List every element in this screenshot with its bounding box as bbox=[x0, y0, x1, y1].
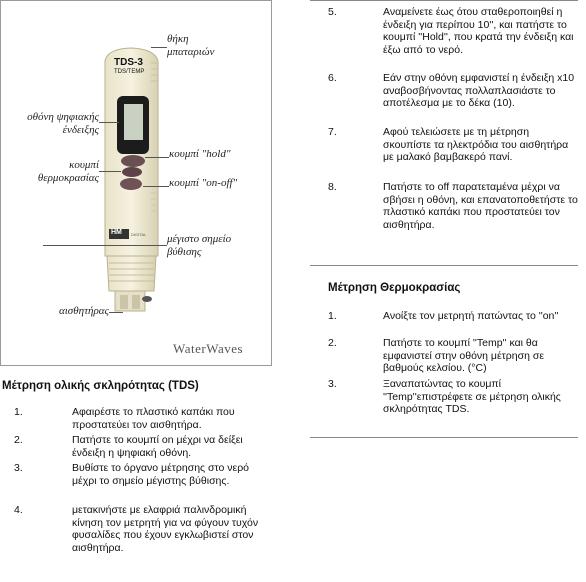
cont-step-num: 7. bbox=[328, 126, 337, 138]
leader-digital-display bbox=[99, 122, 119, 123]
tds-step-text: Αφαιρέστε το πλαστικό καπάκι που προστατ… bbox=[72, 406, 235, 431]
tds-step-text: Βυθίστε το όργανο μέτρησης στο νερό μέχρ… bbox=[72, 462, 250, 487]
tds-step-num: 4. bbox=[14, 504, 23, 516]
cont-step-text: Αφού τελειώσετε με τη μέτρηση σκουπίστε … bbox=[383, 126, 569, 164]
callout-battery-cover: θήκη μπαταριών bbox=[167, 33, 215, 58]
tds-step-num: 3. bbox=[14, 462, 23, 474]
cont-step-text: Εάν στην οθόνη εμφανιστεί η ένδειξη x10 … bbox=[383, 72, 575, 110]
cont-step-num: 8. bbox=[328, 181, 337, 193]
top-divider bbox=[310, 0, 578, 1]
tds-step-text: μετακινήστε με ελαφριά παλινδρομική κίνη… bbox=[72, 504, 259, 554]
leader-battery-cover bbox=[151, 47, 167, 48]
temp-step-num: 1. bbox=[328, 310, 337, 322]
tds-step-num: 1. bbox=[14, 406, 23, 418]
callout-hold-button: κουμπί "hold" bbox=[169, 148, 231, 160]
temp-step-text: Ανοίξτε τον μετρητή πατώντας το ''on'' bbox=[383, 310, 559, 322]
device-model-label: TDS-3 bbox=[114, 57, 143, 68]
temp-step-num: 2. bbox=[328, 337, 337, 349]
callout-onoff-button: κουμπί "on-off" bbox=[169, 177, 238, 189]
brand-label: WaterWaves bbox=[173, 341, 244, 356]
cont-step-text: Πατήστε το off παρατεταμένα μέχρι να σβή… bbox=[383, 181, 578, 231]
temp-step-text: Πατήστε το κουμπί ''Temp'' και θα εμφανι… bbox=[383, 337, 545, 375]
bottom-divider bbox=[310, 437, 578, 438]
callout-sensor: αισθητήρας bbox=[58, 305, 109, 317]
callout-max-immersion: μέγιστο σημείο βύθισης bbox=[167, 233, 232, 258]
callout-temp-button: κουμπί θερμοκρασίας bbox=[37, 159, 99, 184]
tds-section-title: Μέτρηση ολικής σκληρότητας (TDS) bbox=[2, 380, 199, 392]
temp-step-num: 3. bbox=[328, 378, 337, 390]
temp-step-text: Ξαναπατώντας το κουμπί ''Temp''επιστρέφε… bbox=[383, 378, 561, 416]
device-sub-label: TDS/TEMP bbox=[114, 69, 145, 75]
tds-meter-figure: TDS-3 TDS/TEMP HM DIGITAL θήκη μπαταριών… bbox=[0, 0, 272, 366]
tds-step-text: Πατήστε το κουμπί on μέχρι να δείξει ένδ… bbox=[72, 434, 243, 459]
callout-digital-display: οθόνη ψηφιακής ένδειξης bbox=[27, 111, 99, 136]
temp-section-title: Μέτρηση Θερμοκρασίας bbox=[328, 282, 461, 294]
leader-hold-button bbox=[145, 157, 169, 158]
leader-temp-button bbox=[99, 171, 121, 172]
tds-meter-illustration bbox=[104, 47, 159, 312]
cont-step-num: 6. bbox=[328, 72, 337, 84]
device-logo: HM bbox=[111, 229, 122, 236]
tds-step-num: 2. bbox=[14, 434, 23, 446]
device-logo-sub: DIGITAL bbox=[131, 232, 147, 237]
mid-divider bbox=[310, 265, 578, 266]
leader-max-immersion bbox=[43, 245, 167, 246]
leader-sensor bbox=[109, 312, 123, 313]
leader-onoff-button bbox=[143, 186, 169, 187]
cont-step-num: 5. bbox=[328, 6, 337, 18]
cont-step-text: Αναμείνετε έως ότου σταθεροποιηθεί η ένδ… bbox=[383, 6, 574, 56]
